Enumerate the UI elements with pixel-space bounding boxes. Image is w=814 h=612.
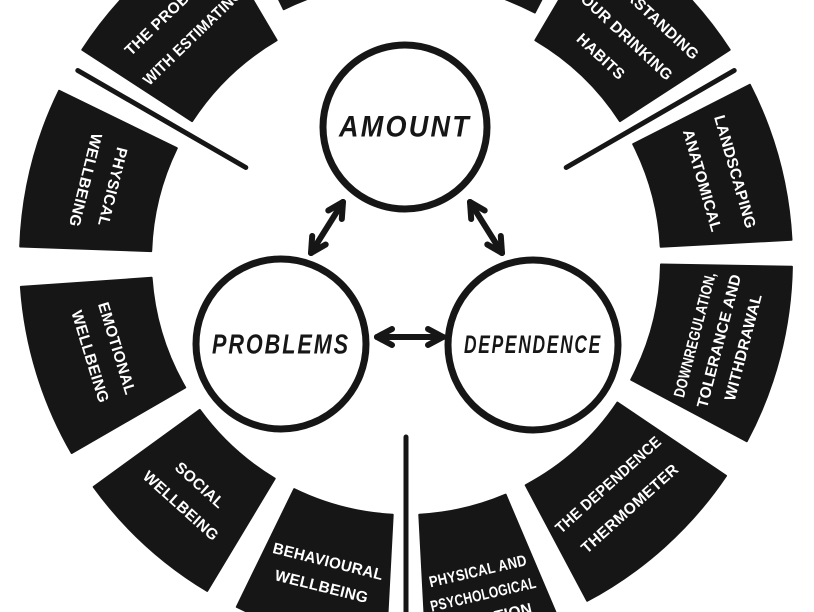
node-label-dependence: DEPENDENCE <box>464 331 602 359</box>
ring-segment-behavioural-wellbeing <box>235 488 394 612</box>
ring-segment-cropped-top-segment <box>278 0 543 14</box>
node-label-problems: PROBLEMS <box>212 329 350 360</box>
divider-upper-right <box>563 68 737 170</box>
arrow-amount-problems <box>308 199 346 256</box>
arrow-amount-problems-head <box>308 241 329 256</box>
node-circle-amount <box>319 41 491 213</box>
node-label-amount: AMOUNT <box>338 111 471 144</box>
ring-segment-physical-wellbeing <box>19 89 178 253</box>
arrow-amount-dependence-head <box>467 199 475 222</box>
ring-segment-dependence-thermometer <box>524 401 727 602</box>
divider-upper-left <box>75 68 249 170</box>
ring-segment-physical-psychological <box>418 493 557 612</box>
arrow-amount-dependence <box>467 199 505 256</box>
arrow-amount-problems-head <box>325 199 346 214</box>
node-circle-dependence <box>444 256 622 434</box>
ring-segment-anatomical-landscaping <box>632 83 793 248</box>
arrow-problems-dependence-head <box>425 326 446 340</box>
ring-segment-social-wellbeing <box>92 408 276 592</box>
ring-segment-problem-estimating <box>81 0 278 123</box>
ring-segment-downregulation <box>630 263 793 443</box>
arrow-problems-dependence-head <box>374 334 395 348</box>
arrow-amount-dependence-head <box>497 233 505 256</box>
node-circle-problems <box>192 255 370 433</box>
ring-segment-understanding-drinking <box>534 0 731 123</box>
ring-segment-emotional-wellbeing <box>19 276 187 454</box>
